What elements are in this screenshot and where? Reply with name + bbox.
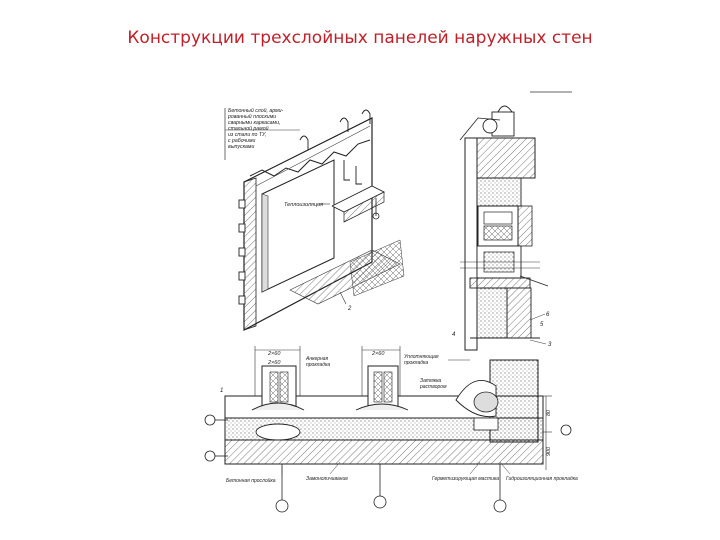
callout-mortar: Затяжка раствором [419, 378, 447, 390]
section-mark-1: 1 [220, 388, 223, 394]
slide-title: Конструкции трехслойных панелей наружных… [127, 28, 593, 48]
note-concrete-layer: Бетонная прослойка [226, 477, 276, 484]
callout-anchor: Анкерная прокладка [305, 356, 330, 368]
panel-inner-label: Теплоизоляция [284, 202, 323, 208]
dim-3: 2×60 [371, 351, 385, 357]
vertical-section-view: 6 5 3 4 [452, 91, 572, 351]
note-waterproofing: Гидроизоляционная прокладка [506, 476, 578, 482]
dim-4: 80 [546, 409, 552, 416]
dim-2: 2×60 [267, 360, 281, 366]
section-mark-6: 6 [546, 312, 550, 318]
section-mark-2: 2 [347, 306, 352, 312]
joint-sections-view: 2×60 2×60 2×60 Анкерная прокладка Уплотн… [204, 346, 578, 513]
note-monolithing: Замоноличивание [306, 476, 348, 482]
callout-sealing: Уплотняющая прокладка [404, 354, 440, 366]
panel-callout: Бетонный слой, арми- рованный плоскими с… [227, 107, 285, 150]
panel-isometric-view: Бетонный слой, арми- рованный плоскими с… [224, 107, 405, 331]
section-mark-5: 5 [540, 322, 544, 328]
dim-1: 2×60 [267, 351, 281, 357]
section-mark-4: 4 [452, 332, 456, 338]
dim-5: 900 [546, 446, 552, 456]
section-mark-3: 3 [548, 342, 552, 348]
note-mastic: Герметизирующая мастика [432, 476, 499, 482]
